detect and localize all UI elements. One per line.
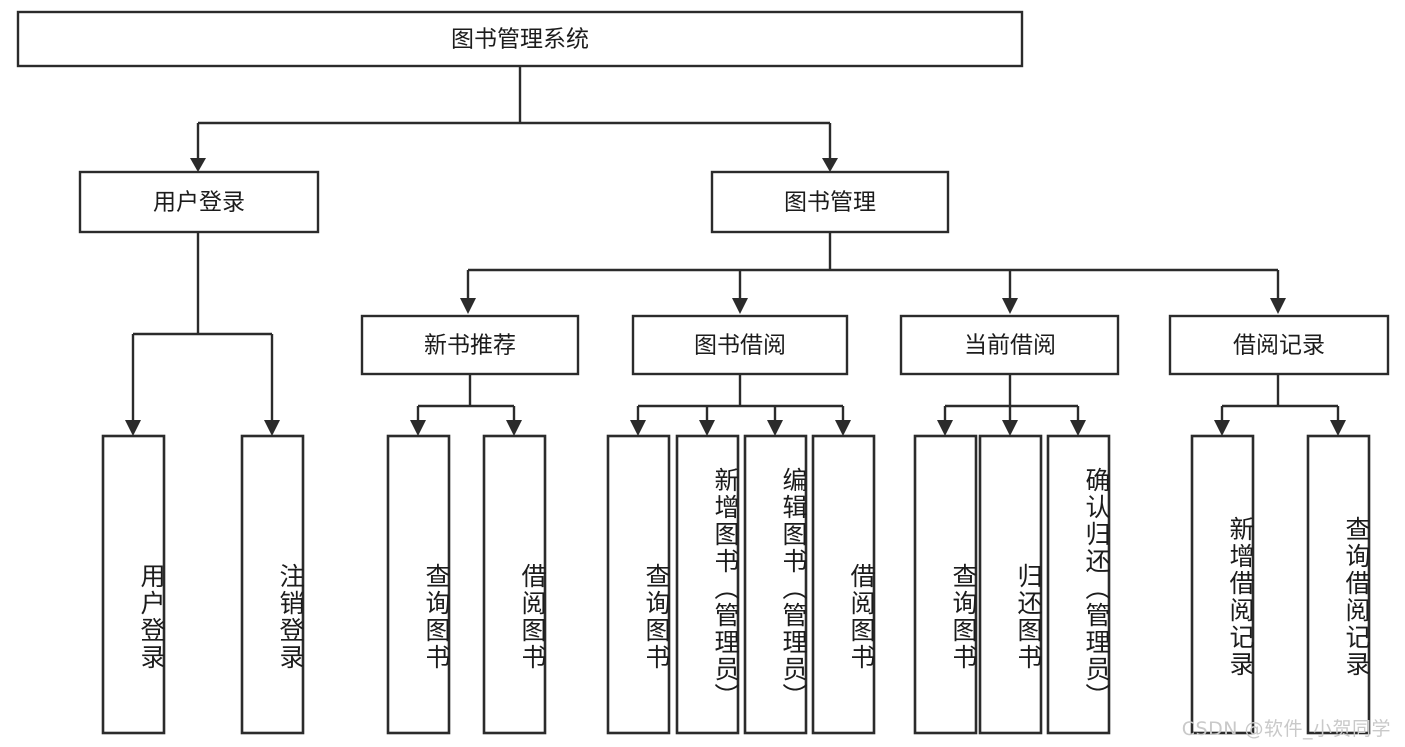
arrowhead-leaf-query-book-2 — [630, 420, 646, 436]
connector-borrowrecord-to-leaves — [1214, 374, 1346, 436]
node-new-book-recommend-box[interactable] — [360, 314, 580, 376]
node-leaf-query-book-2-box[interactable] — [606, 434, 671, 735]
node-leaf-confirm-return-box[interactable] — [1046, 434, 1111, 735]
node-leaf-query-book-1-box[interactable] — [386, 434, 451, 735]
arrowhead-leaf-return-book — [1002, 420, 1018, 436]
node-new-book-recommend-label: 新书推荐 — [424, 333, 516, 359]
arrowhead-leaf-logout-login — [264, 420, 280, 436]
arrowhead-leaf-user-login — [125, 420, 141, 436]
arrowhead-leaf-add-record — [1214, 420, 1230, 436]
node-leaf-add-record-box[interactable] — [1190, 434, 1255, 735]
node-borrow-record[interactable]: 借阅记录 — [1168, 314, 1390, 376]
node-root[interactable]: 图书管理系统 — [16, 10, 1024, 68]
arrowhead-new-book-recommend — [460, 298, 476, 314]
node-book-borrow[interactable]: 图书借阅 — [631, 314, 849, 376]
node-leaf-borrow-book-1-box[interactable] — [482, 434, 547, 735]
node-new-book-recommend[interactable]: 新书推荐 — [360, 314, 580, 376]
arrowhead-book-borrow — [732, 298, 748, 314]
connector-newbook-to-leaves — [410, 374, 522, 436]
arrowhead-leaf-borrow-book-1 — [506, 420, 522, 436]
node-current-borrow-box[interactable] — [899, 314, 1120, 376]
arrowhead-leaf-borrow-book-2 — [835, 420, 851, 436]
connector-userlogin-to-leaves — [125, 232, 280, 436]
arrowhead-leaf-query-record — [1330, 420, 1346, 436]
arrowhead-borrow-record — [1270, 298, 1286, 314]
node-leaf-add-book-box[interactable] — [675, 434, 740, 735]
node-leaf-query-book-3-box[interactable] — [913, 434, 978, 735]
arrowhead-leaf-query-book-1 — [410, 420, 426, 436]
arrowhead-leaf-edit-book — [767, 420, 783, 436]
node-book-manage-box[interactable] — [710, 170, 950, 234]
node-user-login-box[interactable] — [78, 170, 320, 234]
node-leaf-borrow-book-2-box[interactable] — [811, 434, 876, 735]
node-borrow-record-box[interactable] — [1168, 314, 1390, 376]
node-leaf-user-login-box[interactable] — [101, 434, 166, 735]
arrowhead-current-borrow — [1002, 298, 1018, 314]
node-root-label: 图书管理系统 — [451, 27, 589, 53]
node-borrow-record-label: 借阅记录 — [1233, 333, 1325, 359]
arrowhead-leaf-add-book — [699, 420, 715, 436]
node-book-borrow-box[interactable] — [631, 314, 849, 376]
connector-root-to-level2 — [190, 66, 838, 172]
connector-bookborrow-to-leaves — [630, 374, 851, 436]
connector-bookmanage-to-level3 — [460, 232, 1286, 314]
node-current-borrow-label: 当前借阅 — [964, 333, 1056, 359]
node-current-borrow[interactable]: 当前借阅 — [899, 314, 1120, 376]
connector-currentborrow-to-leaves — [937, 374, 1086, 436]
node-book-manage-label: 图书管理 — [784, 190, 876, 216]
arrowhead-user-login — [190, 158, 206, 172]
node-book-manage[interactable]: 图书管理 — [710, 170, 950, 234]
node-user-login[interactable]: 用户登录 — [78, 170, 320, 234]
node-leaf-edit-book-box[interactable] — [743, 434, 808, 735]
node-user-login-label: 用户登录 — [153, 190, 245, 216]
node-leaf-query-record-box[interactable] — [1306, 434, 1371, 735]
node-book-borrow-label: 图书借阅 — [694, 333, 786, 359]
node-leaf-return-book-box[interactable] — [978, 434, 1043, 735]
arrowhead-leaf-query-book-3 — [937, 420, 953, 436]
leaf-node-boxes — [101, 434, 1371, 735]
arrowhead-leaf-confirm-return — [1070, 420, 1086, 436]
node-leaf-logout-login-box[interactable] — [240, 434, 305, 735]
arrowhead-book-manage — [822, 158, 838, 172]
node-root-box[interactable] — [16, 10, 1024, 68]
watermark: CSDN @软件_小贺同学 — [1181, 718, 1391, 740]
